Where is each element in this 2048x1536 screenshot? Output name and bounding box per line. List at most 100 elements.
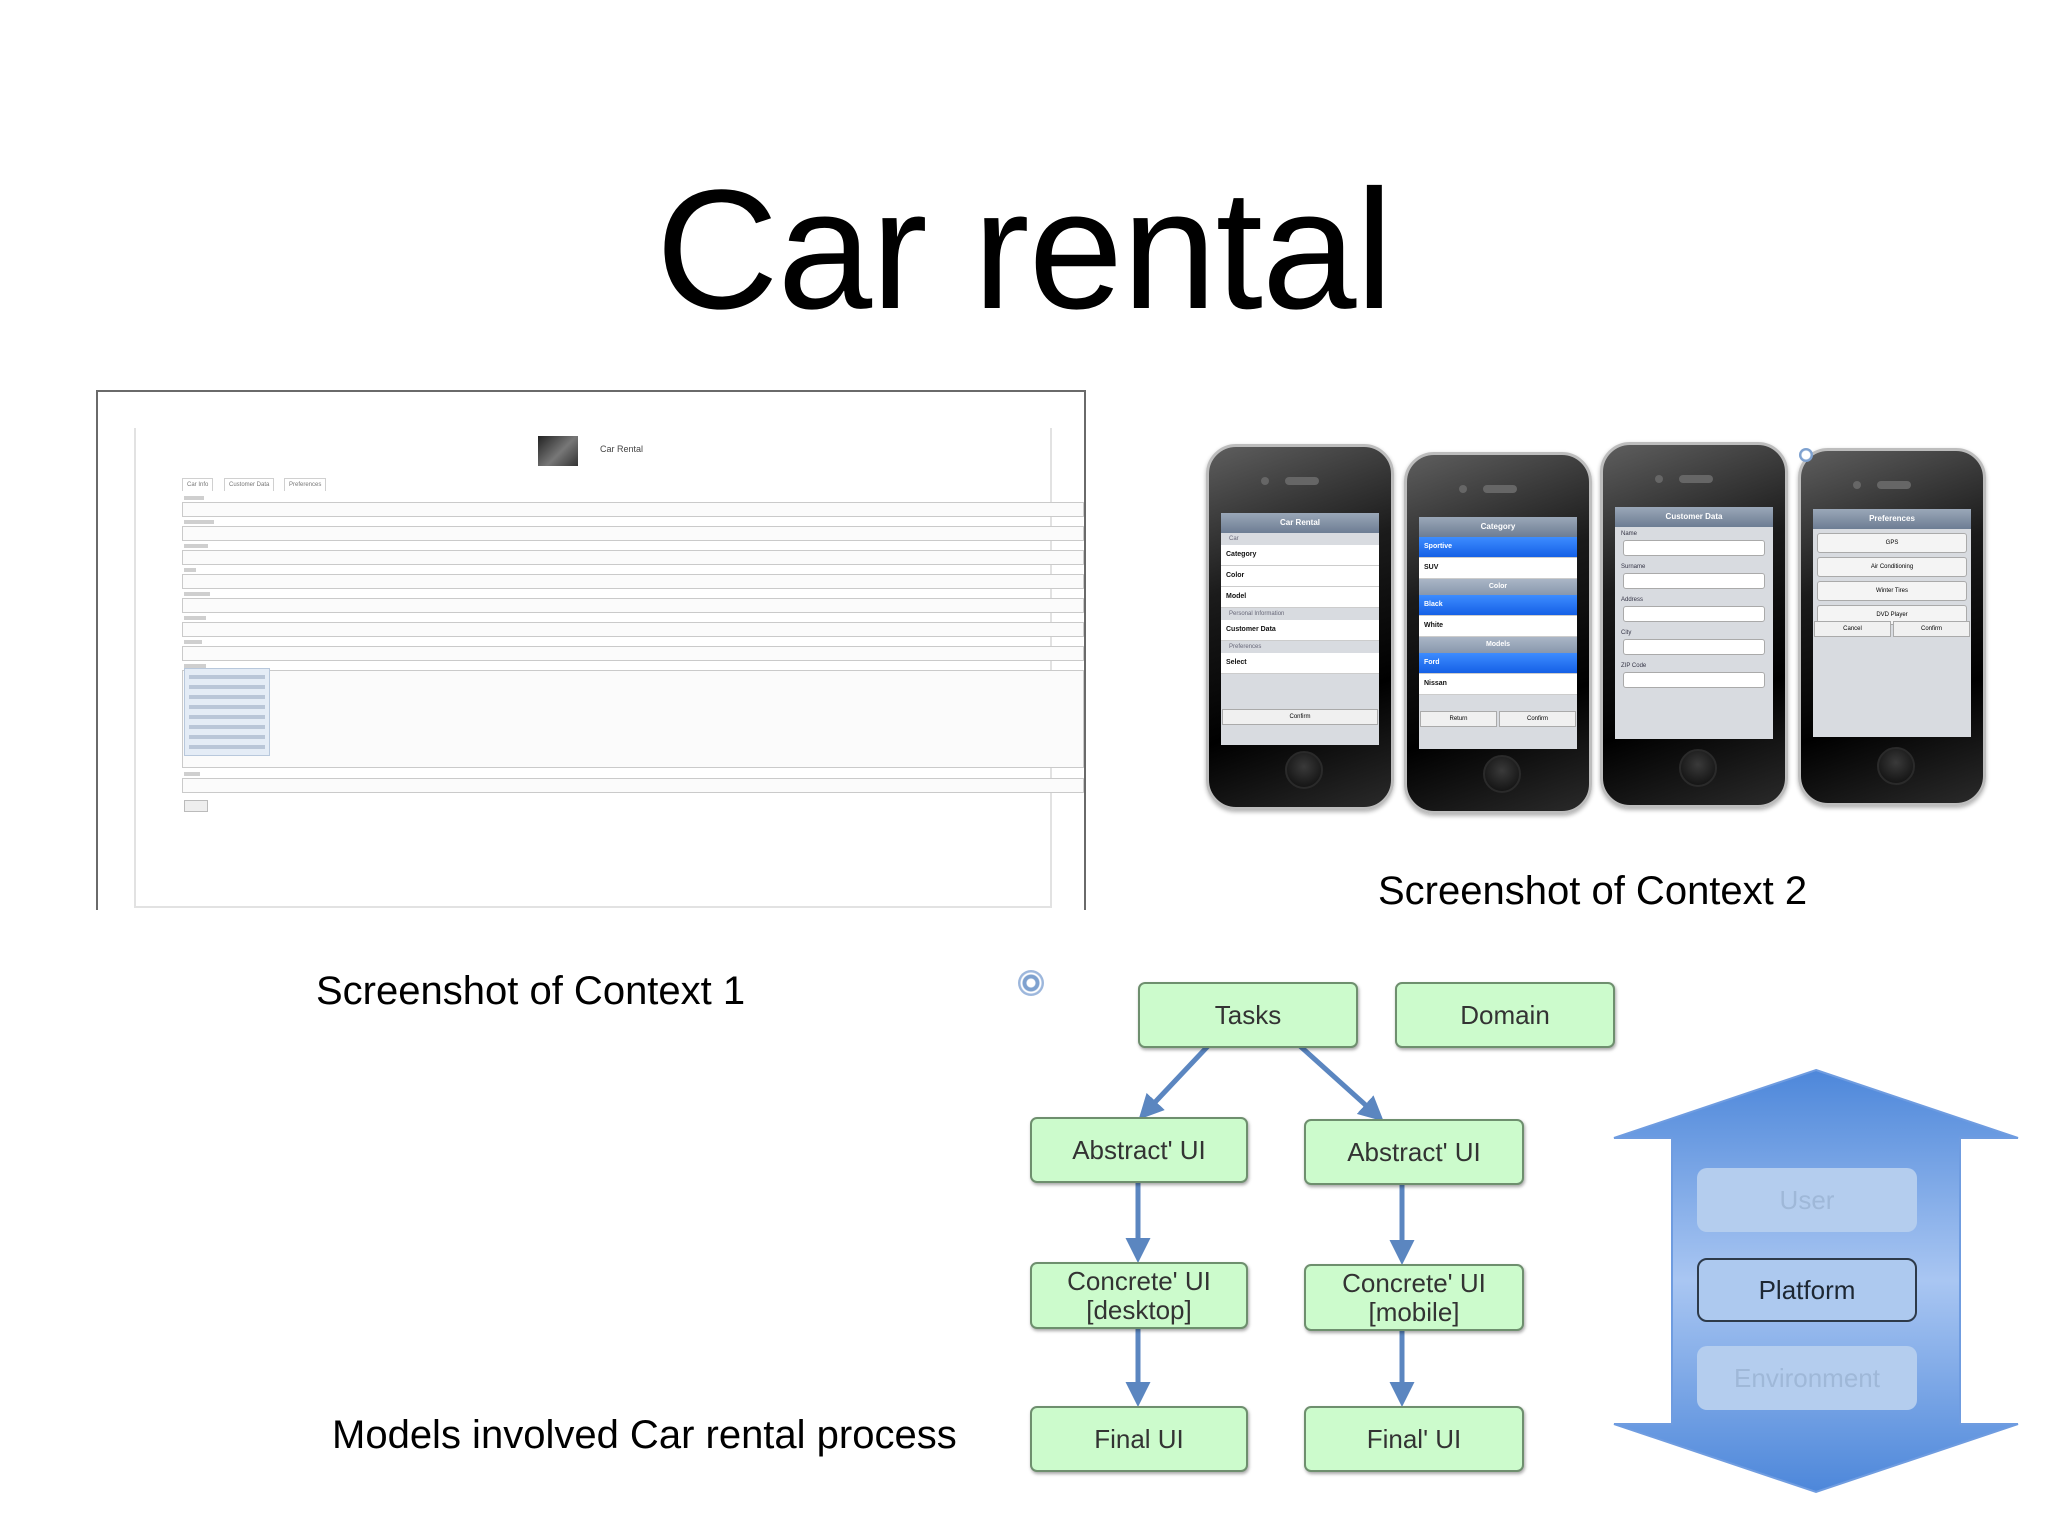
- desktop-field[interactable]: [182, 502, 1084, 517]
- button-row: Confirm: [1221, 709, 1379, 725]
- list-item-customer-data[interactable]: Customer Data: [1221, 620, 1379, 641]
- desktop-field[interactable]: [182, 550, 1084, 565]
- platform-box: Platform: [1697, 1258, 1917, 1322]
- list-item-nissan[interactable]: Nissan: [1419, 674, 1577, 695]
- list-item-model[interactable]: Model: [1221, 587, 1379, 608]
- desktop-field-label: [184, 616, 206, 620]
- button-row: Return Confirm: [1419, 711, 1577, 727]
- car-photo: [538, 436, 578, 466]
- concrete-ui-desktop-box: Concrete' UI [desktop]: [1030, 1262, 1248, 1329]
- field-label-surname: Surname: [1621, 564, 1646, 570]
- field-label-name: Name: [1621, 531, 1638, 537]
- option-air-conditioning[interactable]: Air Conditioning: [1817, 557, 1967, 577]
- option-dvd-player[interactable]: DVD Player: [1817, 605, 1967, 625]
- environment-box: Environment: [1697, 1346, 1917, 1410]
- abstract-ui-right-box: Abstract' UI: [1304, 1119, 1524, 1185]
- final-ui-right-box: Final' UI: [1304, 1406, 1524, 1472]
- field-label-city: City: [1621, 630, 1632, 636]
- desktop-field[interactable]: [182, 646, 1084, 661]
- home-button[interactable]: [1679, 749, 1717, 787]
- phone-nav-title: Customer Data: [1615, 507, 1773, 527]
- list-item-color[interactable]: Color: [1221, 566, 1379, 587]
- caption-context-1: Screenshot of Context 1: [316, 969, 746, 1013]
- option-gps[interactable]: GPS: [1817, 533, 1967, 553]
- field-label-zip: ZIP Code: [1621, 663, 1647, 669]
- phone-customer-data: Customer Data Name Surname Address City …: [1600, 442, 1788, 808]
- caption-models: Models involved Car rental process: [332, 1413, 957, 1457]
- section-header: Preferences: [1229, 644, 1262, 650]
- gear-icon: [1799, 448, 1813, 462]
- list-item-category[interactable]: Category: [1221, 545, 1379, 566]
- desktop-field[interactable]: [182, 598, 1084, 613]
- desktop-tab-customer-data[interactable]: Customer Data: [224, 478, 275, 491]
- desktop-field[interactable]: [182, 526, 1084, 541]
- desktop-submit-button[interactable]: [184, 800, 208, 812]
- desktop-date-picker[interactable]: [184, 668, 270, 756]
- gear-icon: [1018, 970, 1044, 996]
- desktop-field-label: [184, 520, 214, 524]
- section-header: Car: [1229, 536, 1239, 542]
- phone-camera: [1261, 477, 1269, 485]
- list-item-ford[interactable]: Ford: [1419, 653, 1577, 674]
- phone-screen: Preferences GPS Air Conditioning Winter …: [1813, 509, 1971, 737]
- surname-input[interactable]: [1623, 573, 1765, 589]
- confirm-button[interactable]: Confirm: [1499, 711, 1576, 727]
- section-header-models: Models: [1419, 637, 1577, 653]
- concrete-ui-mobile-box: Concrete' UI [mobile]: [1304, 1264, 1524, 1331]
- arrow-tasks-to-abstract-left: [1138, 1044, 1210, 1120]
- final-ui-left-box: Final UI: [1030, 1406, 1248, 1472]
- return-button[interactable]: Return: [1420, 711, 1497, 727]
- section-header: Personal Information: [1229, 611, 1285, 617]
- desktop-tab-car-info[interactable]: Car Info: [182, 478, 214, 491]
- desktop-field-label: [184, 568, 196, 572]
- phone-speaker: [1285, 477, 1319, 485]
- field-label-address: Address: [1621, 597, 1644, 603]
- list-item-sportive[interactable]: Sportive: [1419, 537, 1577, 558]
- desktop-calendar-field[interactable]: [182, 670, 1084, 768]
- phone-camera: [1853, 481, 1861, 489]
- domain-box: Domain: [1395, 982, 1615, 1048]
- desktop-field[interactable]: [182, 778, 1084, 793]
- section-header-color: Color: [1419, 579, 1577, 595]
- list-item-black[interactable]: Black: [1419, 595, 1577, 616]
- desktop-select-field[interactable]: [182, 622, 1084, 637]
- phone-speaker: [1877, 481, 1911, 489]
- confirm-button[interactable]: Confirm: [1222, 709, 1378, 725]
- desktop-field-label: [184, 496, 204, 500]
- city-input[interactable]: [1623, 639, 1765, 655]
- list-item-suv[interactable]: SUV: [1419, 558, 1577, 579]
- home-button[interactable]: [1877, 747, 1915, 785]
- cancel-button[interactable]: Cancel: [1814, 621, 1891, 637]
- phone-screen: Car Rental Car Category Color Model Pers…: [1221, 513, 1379, 745]
- home-button[interactable]: [1285, 751, 1323, 789]
- list-item-select[interactable]: Select: [1221, 653, 1379, 674]
- desktop-field-label: [184, 544, 208, 548]
- desktop-field-label: [184, 772, 200, 776]
- phone-screen: Category Sportive SUV Color Black White …: [1419, 517, 1577, 749]
- caption-context-2: Screenshot of Context 2: [1378, 869, 1808, 913]
- desktop-header-title: Car Rental: [600, 444, 644, 454]
- name-input[interactable]: [1623, 540, 1765, 556]
- list-item-white[interactable]: White: [1419, 616, 1577, 637]
- desktop-field-label: [184, 592, 210, 596]
- desktop-field-label: [184, 640, 202, 644]
- zip-code-input[interactable]: [1623, 672, 1765, 688]
- desktop-select-field[interactable]: [182, 574, 1084, 589]
- phone-nav-title: Preferences: [1813, 509, 1971, 529]
- arrow-tasks-to-abstract-right: [1298, 1044, 1384, 1122]
- desktop-form-frame: Car Rental Car Info Customer Data Prefer…: [134, 428, 1084, 908]
- phone-car-rental: Car Rental Car Category Color Model Pers…: [1206, 444, 1394, 810]
- phone-speaker: [1679, 475, 1713, 483]
- phone-camera: [1459, 485, 1467, 493]
- desktop-screenshot: Car Rental Car Info Customer Data Prefer…: [96, 390, 1086, 910]
- desktop-tab-preferences[interactable]: Preferences: [284, 478, 327, 491]
- user-box: User: [1697, 1168, 1917, 1232]
- home-button[interactable]: [1483, 755, 1521, 793]
- phone-speaker: [1483, 485, 1517, 493]
- tasks-box: Tasks: [1138, 982, 1358, 1048]
- phone-nav-title: Car Rental: [1221, 513, 1379, 533]
- option-winter-tires[interactable]: Winter Tires: [1817, 581, 1967, 601]
- address-input[interactable]: [1623, 606, 1765, 622]
- phone-preferences: Preferences GPS Air Conditioning Winter …: [1798, 448, 1986, 806]
- confirm-button[interactable]: Confirm: [1893, 621, 1970, 637]
